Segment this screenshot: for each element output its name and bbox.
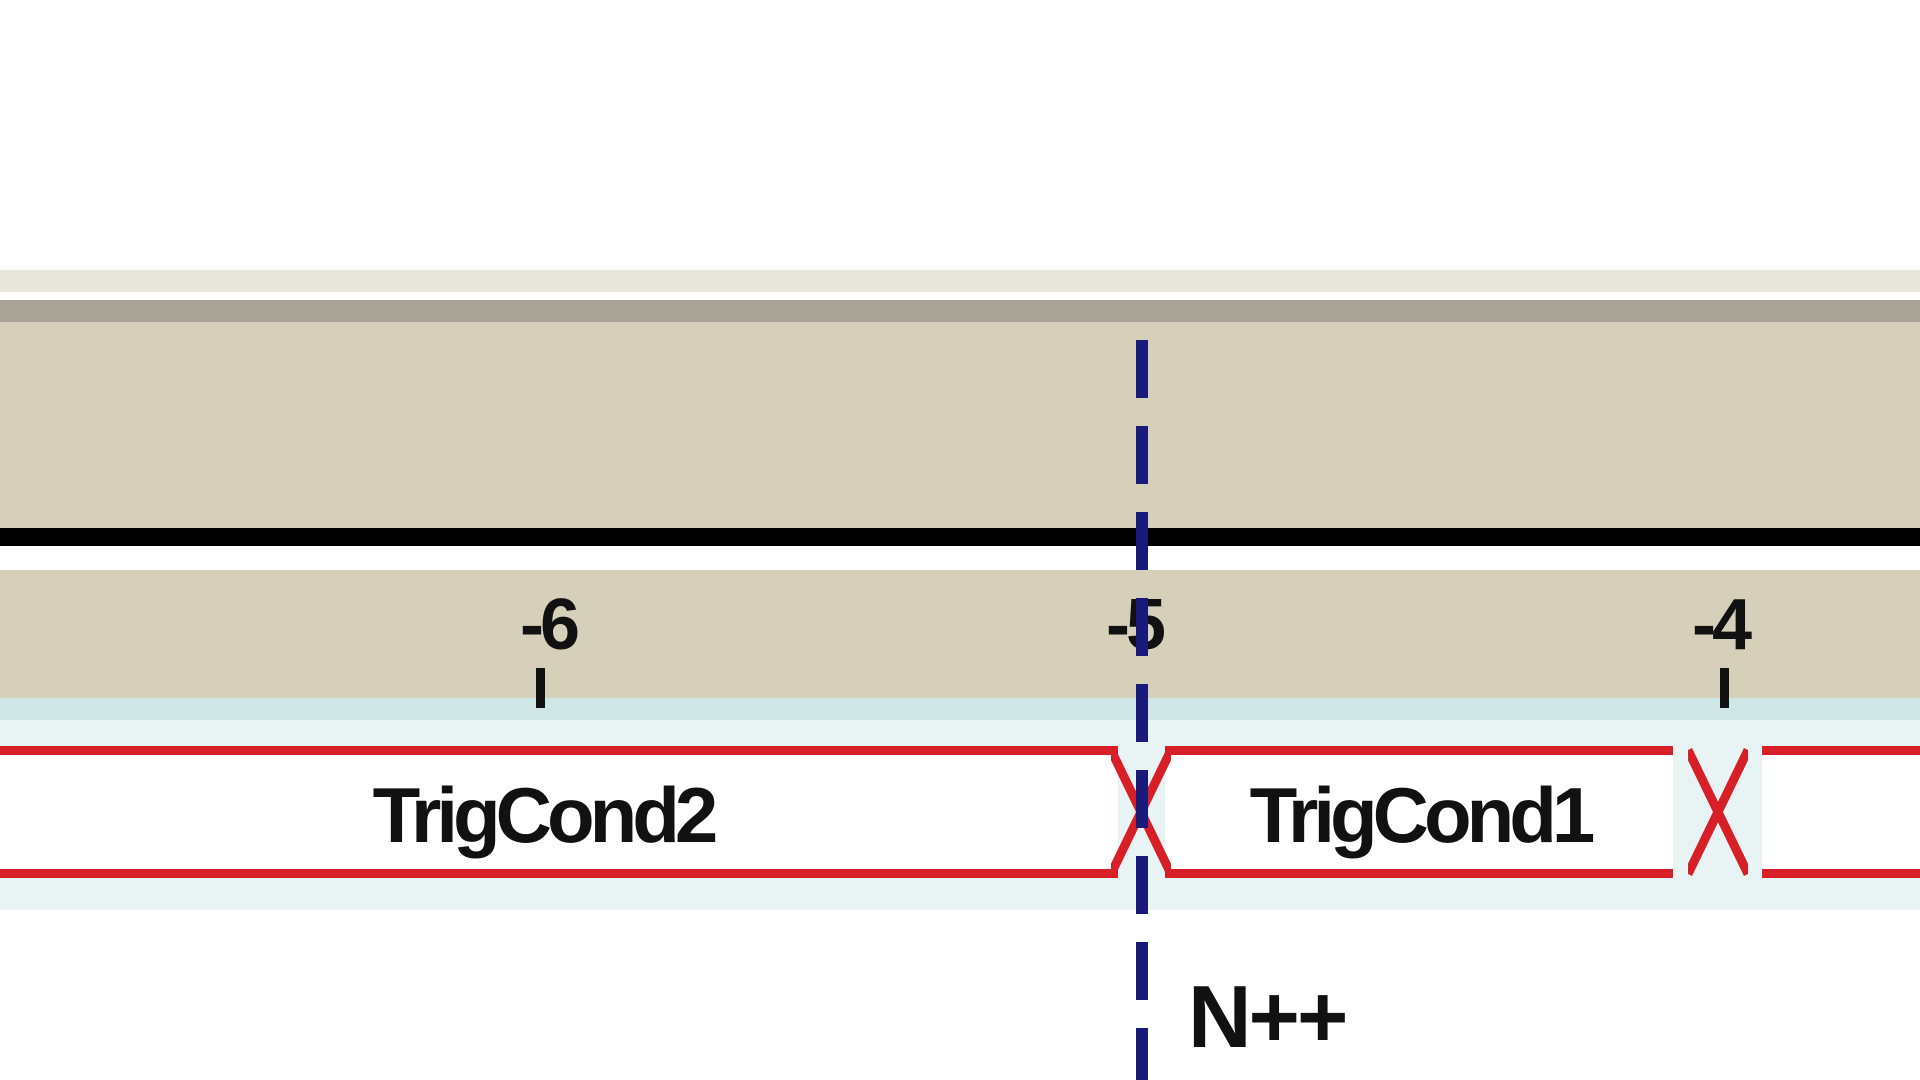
bus-segment-trigcond1[interactable]: [1165, 746, 1673, 878]
cursor-label: N++: [1188, 967, 1348, 1066]
time-axis-line: [0, 528, 1920, 546]
track-divider: [0, 300, 1920, 322]
tick-mark: [536, 668, 545, 708]
bus-segment-trigcond2[interactable]: [0, 746, 1118, 878]
header-band: [0, 270, 1920, 292]
tick-label-minus-5: -5: [1105, 585, 1166, 665]
tick-label-minus-6: -6: [519, 585, 580, 665]
time-cursor-line[interactable]: [1136, 340, 1148, 1080]
bus-label-trigcond1: TrigCond1: [1249, 771, 1596, 859]
ruler-bottom-strip: [0, 698, 1920, 720]
bus-transition-icon: [1688, 748, 1748, 876]
time-ruler[interactable]: [0, 570, 1920, 698]
bus-label-trigcond2: TrigCond2: [372, 771, 719, 859]
tick-label-minus-4: -4: [1691, 585, 1752, 665]
tick-mark: [1720, 668, 1729, 708]
bus-segment-next[interactable]: [1762, 746, 1920, 878]
signal-track[interactable]: [0, 322, 1920, 530]
